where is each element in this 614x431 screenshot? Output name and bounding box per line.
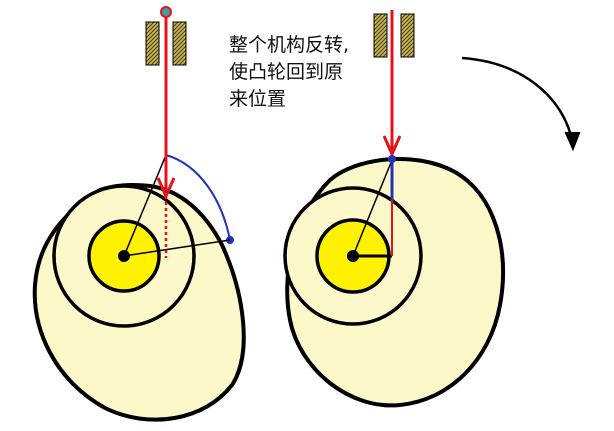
left-radius-to-contact (123, 239, 231, 257)
right-guide-block-left (373, 13, 388, 58)
left-follower-tip (160, 6, 172, 18)
right-contact-point (388, 155, 396, 163)
left-radius-to-top (123, 154, 167, 257)
caption-line-1: 整个机构反转, (229, 34, 350, 56)
left-inverse-trace (165, 154, 231, 241)
right-guide-block-right (400, 13, 415, 58)
left-mechanism (32, 6, 246, 422)
caption-line-3: 来位置 (229, 88, 287, 110)
right-follower-arrowhead (382, 135, 402, 158)
right-radius-to-top (352, 159, 393, 257)
rotation-arrow-icon (461, 56, 581, 152)
caption: 整个机构反转, 使凸轮回到原 来位置 (229, 32, 389, 113)
caption-line-2: 使凸轮回到原 (229, 61, 344, 83)
right-mechanism (283, 10, 505, 408)
left-guide-block-right (172, 21, 187, 66)
left-guide-block-left (145, 21, 160, 66)
